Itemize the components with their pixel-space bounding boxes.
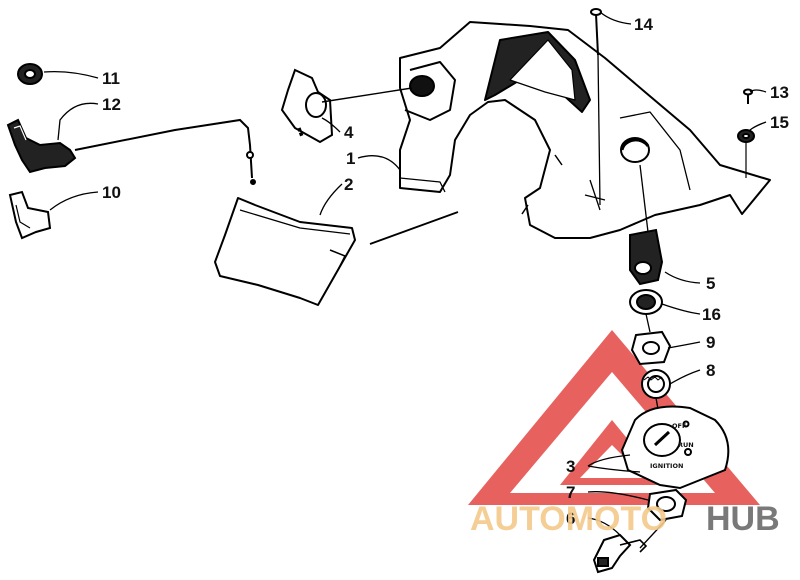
switch-off-label: OFF — [672, 422, 686, 430]
svg-text:▪▪: ▪▪ — [295, 126, 306, 138]
throttle-assembly — [6, 63, 256, 240]
callout-1: 1 — [346, 149, 355, 168]
callout-13: 13 — [770, 83, 789, 102]
lower-panel — [214, 197, 356, 306]
callout-16: 16 — [702, 305, 721, 324]
switch-ignition-label: IGNITION — [650, 462, 683, 470]
watermark-logo: AUTOMOTO HUB — [470, 500, 780, 538]
callout-6: 6 — [566, 509, 575, 528]
callout-3: 3 — [566, 457, 575, 476]
callout-8: 8 — [706, 361, 715, 380]
watermark-text-part2: HUB — [706, 500, 780, 538]
reflector-plate: ▪▪ — [280, 68, 413, 144]
callout-11: 11 — [102, 69, 120, 88]
callout-9: 9 — [706, 333, 715, 352]
callout-14: 14 — [634, 15, 653, 34]
handlebar-cover — [399, 21, 771, 239]
callout-2: 2 — [344, 175, 353, 194]
callout-10: 10 — [102, 183, 121, 202]
leader-line — [369, 211, 459, 245]
switch-run-label: RUN — [678, 441, 694, 449]
screw-13-washer-15 — [737, 88, 755, 178]
callout-7: 7 — [566, 483, 575, 502]
callout-15: 15 — [770, 113, 789, 132]
callout-12: 12 — [102, 95, 121, 114]
callout-5: 5 — [706, 274, 715, 293]
watermark-triangle — [468, 330, 760, 505]
callout-4: 4 — [344, 123, 354, 142]
ignition-switch-stack — [592, 164, 730, 574]
watermark-text-part1: AUTOMOTO — [470, 500, 667, 538]
callout-leaders — [43, 11, 767, 536]
